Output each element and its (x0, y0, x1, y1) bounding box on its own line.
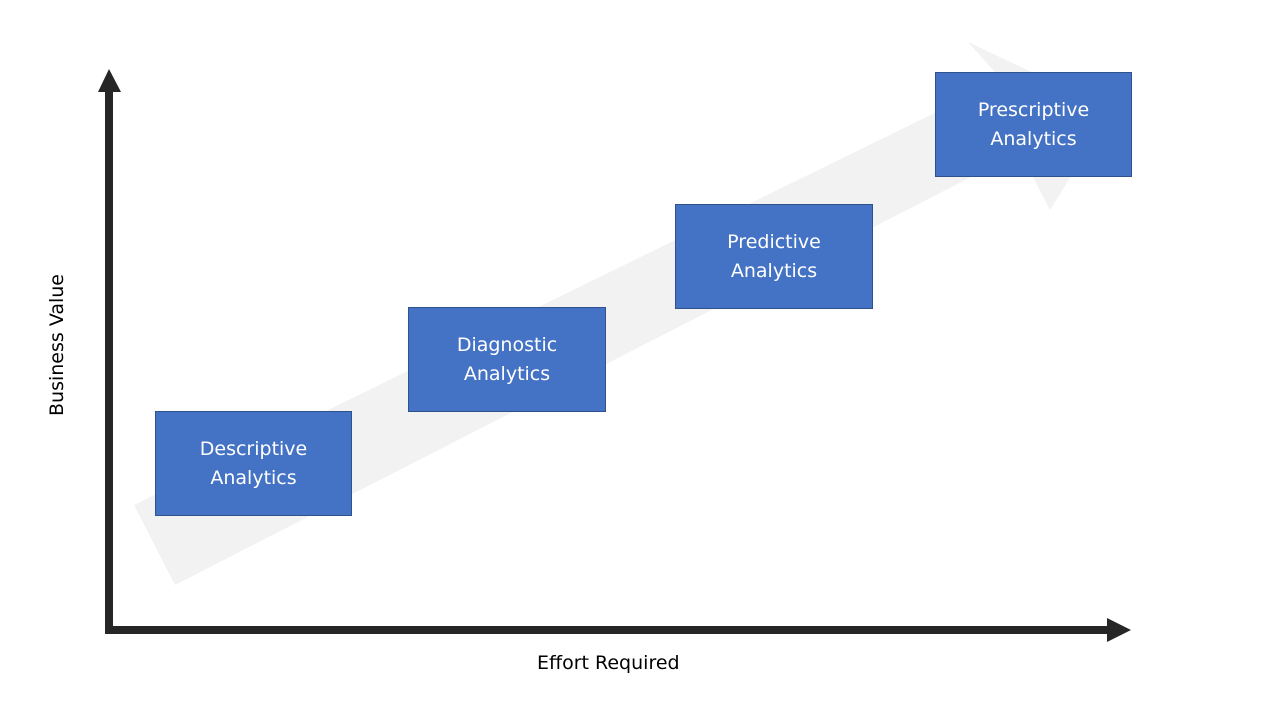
y-axis-label: Business Value (46, 274, 68, 416)
stage-label-line1: Descriptive (199, 437, 308, 460)
x-axis (105, 618, 1131, 642)
stage-predictive-analytics: Predictive Analytics (675, 204, 873, 309)
y-axis-arrowhead-icon (98, 69, 121, 92)
stage-label-line2: Analytics (463, 362, 551, 385)
stage-label-line2: Analytics (730, 259, 818, 282)
y-axis (98, 69, 121, 634)
stage-label-line1: Predictive (727, 230, 821, 253)
x-axis-arrowhead-icon (1107, 618, 1131, 642)
stage-prescriptive-analytics: Prescriptive Analytics (935, 72, 1132, 177)
stage-descriptive-analytics: Descriptive Analytics (155, 411, 352, 516)
stage-label-line1: Diagnostic (456, 333, 558, 356)
stage-label-line1: Prescriptive (977, 98, 1090, 121)
progress-arrow-icon (134, 42, 1112, 585)
stage-label-line2: Analytics (210, 466, 297, 489)
x-axis-label: Effort Required (537, 652, 680, 674)
stage-diagnostic-analytics: Diagnostic Analytics (408, 307, 606, 412)
stage-label-line2: Analytics (990, 127, 1077, 150)
